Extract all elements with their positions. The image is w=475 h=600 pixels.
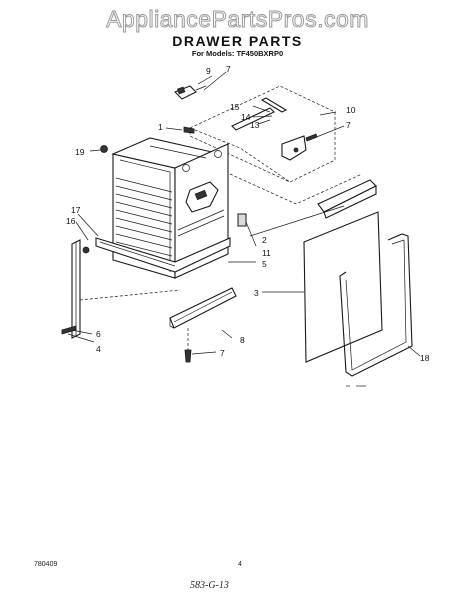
- watermark: AppliancePartsPros.com: [106, 6, 369, 33]
- callout: 7: [346, 120, 351, 130]
- callout: 1: [158, 122, 163, 132]
- part-front-rail-2: [229, 173, 377, 237]
- document-code: 780409: [34, 561, 58, 568]
- callout: 4: [96, 344, 101, 354]
- callout: 6: [96, 329, 101, 339]
- part-bracket-9: [174, 71, 227, 100]
- diagram-title: DRAWER PARTS: [172, 33, 303, 49]
- callout: 19: [75, 147, 85, 157]
- callout: 18: [420, 353, 430, 363]
- page-number: 4: [238, 561, 242, 568]
- callout: 7: [226, 64, 231, 74]
- callout: 13: [250, 120, 260, 130]
- callout: 2: [262, 235, 267, 245]
- front-ribs: [115, 177, 173, 257]
- callout: 10: [346, 105, 356, 115]
- callout: 9: [206, 66, 211, 76]
- callout: 11: [262, 248, 271, 258]
- callout: 16: [66, 216, 76, 226]
- part-panel-3: [262, 211, 383, 363]
- callout: 8: [240, 335, 245, 345]
- callout: 5: [262, 259, 267, 269]
- diagram-subtitle: For Models: TF450BXRP0: [191, 49, 284, 58]
- part-gasket-18: [339, 233, 421, 387]
- callout: 17: [71, 205, 81, 215]
- callout: 3: [254, 288, 259, 298]
- callout: 14: [241, 112, 251, 122]
- callout-labels: 9 7 15 14 13 10 1 7 19 17 16 2 11 5 3 6 …: [66, 64, 430, 363]
- part-rail-assembly-10: [189, 85, 345, 183]
- part-handle-8: [169, 287, 237, 363]
- part-screw-1: [165, 126, 195, 134]
- callout: 7: [220, 348, 225, 358]
- callout: 15: [230, 102, 240, 112]
- handwritten-note: 583-G-13: [190, 580, 229, 591]
- part-drawer-body: [89, 137, 247, 279]
- part-side-strip: [61, 213, 181, 343]
